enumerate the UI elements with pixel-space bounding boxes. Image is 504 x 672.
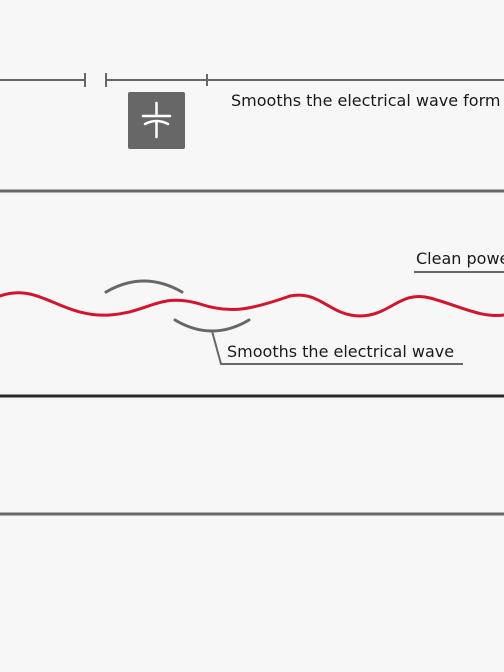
power-wave — [0, 291, 504, 318]
wave-caption: Smooths the electrical wave — [227, 342, 455, 361]
clean-power-label: Clean power — [416, 249, 504, 268]
circuit-line — [0, 73, 504, 87]
smoothing-arc-lower — [173, 318, 251, 333]
capacitor-icon — [128, 92, 185, 149]
smoothing-arc-upper — [104, 279, 184, 294]
capacitor-caption: Smooths the electrical wave form — [231, 91, 501, 110]
wave-caption-leader — [211, 330, 463, 365]
